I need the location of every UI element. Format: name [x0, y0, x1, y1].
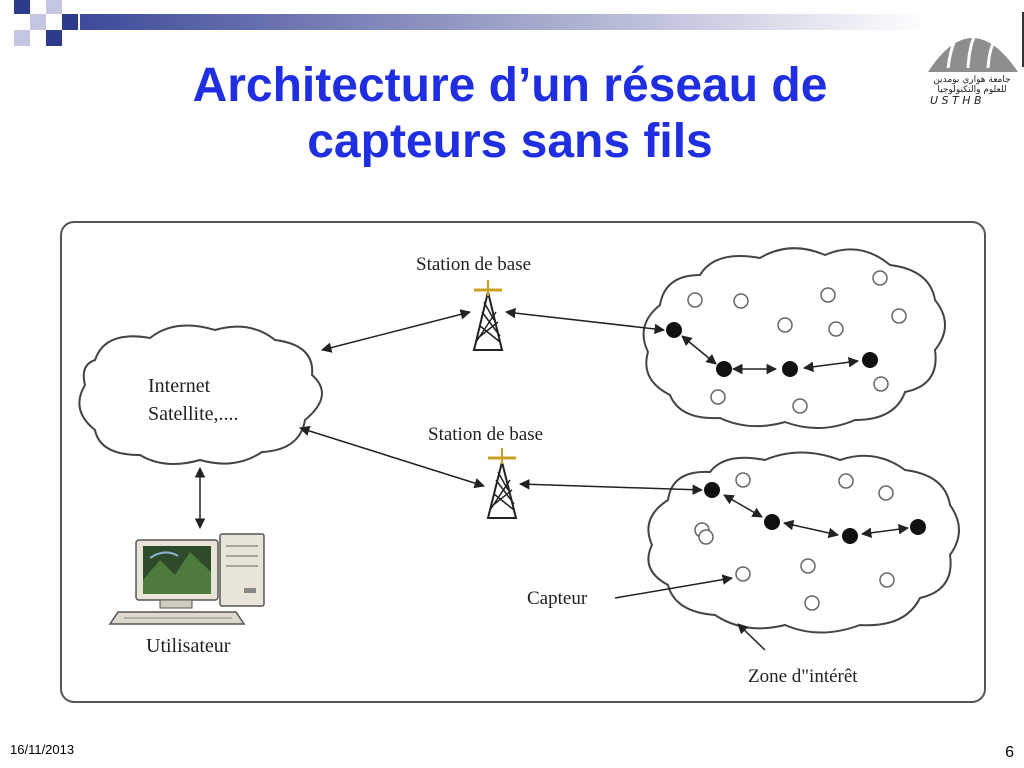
header-square	[14, 30, 30, 46]
slide-date: 16/11/2013	[10, 742, 75, 757]
active-sensor-node	[862, 352, 878, 368]
idle-sensor-node	[879, 572, 895, 588]
cloud-label-satellite: Satellite,....	[148, 403, 239, 425]
header-gradient-bar	[80, 14, 930, 30]
base-station-tower-bottom	[486, 448, 518, 519]
sensor-field-cloud-bottom	[647, 451, 960, 634]
idle-sensor-node	[735, 566, 751, 582]
idle-sensor-node	[878, 485, 894, 501]
active-sensor-node	[782, 361, 798, 377]
multihop-path-bottom	[723, 494, 910, 539]
idle-sensor-node	[792, 398, 808, 414]
idle-sensor-nodes-top	[687, 270, 907, 414]
logo-arabic-line1: جامعة هواري بومدين	[933, 75, 1010, 85]
user-computer-icon	[108, 533, 265, 625]
link-cloud-to-station-bottom	[298, 425, 486, 489]
callout-arrow-zone	[737, 623, 766, 651]
logo-latin: U S T H B	[930, 94, 982, 105]
cloud-label-internet: Internet	[148, 375, 211, 397]
link-cloud-to-station-top	[320, 309, 472, 353]
base-station-top-label: Station de base	[416, 254, 531, 275]
idle-sensor-node	[733, 293, 749, 309]
header-square	[62, 14, 78, 30]
idle-sensor-node	[838, 473, 854, 489]
idle-sensor-node	[687, 292, 703, 308]
callout-arrow-capteur	[614, 574, 734, 599]
base-station-bottom-label: Station de base	[428, 424, 543, 445]
idle-sensor-node	[804, 595, 820, 611]
logo-arch	[928, 38, 1018, 72]
idle-sensor-node	[873, 376, 889, 392]
link-station-bottom-to-sink	[518, 479, 704, 495]
sensor-field-cloud-top	[642, 247, 946, 430]
sink-node-bottom	[704, 482, 720, 498]
zone-label: Zone d"intérêt	[748, 666, 858, 687]
idle-sensor-node	[735, 472, 751, 488]
slide-page-number: 6	[1005, 744, 1014, 761]
active-sensor-node	[716, 361, 732, 377]
internet-cloud	[78, 324, 323, 465]
idle-sensor-node	[800, 558, 816, 574]
multihop-path-top	[681, 335, 860, 375]
active-sensor-node	[910, 519, 926, 535]
idle-sensor-node	[710, 389, 726, 405]
idle-sensor-node	[777, 317, 793, 333]
active-sensor-node	[842, 528, 858, 544]
sensor-label: Capteur	[527, 588, 588, 609]
header-square	[30, 14, 46, 30]
university-logo: جامعة هواري بومدين للعلوم والتكنولوجيا U…	[928, 12, 1024, 105]
link-station-top-to-sink	[504, 307, 666, 335]
computer-tower	[219, 533, 265, 607]
idle-sensor-nodes-bottom	[694, 472, 895, 611]
idle-sensor-node	[828, 321, 844, 337]
sink-node-top	[666, 322, 682, 338]
base-station-tower-top	[472, 280, 504, 351]
logo-arabic-line2: للعلوم والتكنولوجيا	[937, 85, 1006, 95]
idle-sensor-node	[891, 308, 907, 324]
slide-title-line2: capteurs sans fils	[307, 115, 713, 168]
slide-title-line1: Architecture d’un réseau de	[192, 59, 828, 112]
idle-sensor-node	[820, 287, 836, 303]
idle-sensor-node	[698, 529, 714, 545]
header-square	[46, 30, 62, 46]
idle-sensor-node	[872, 270, 888, 286]
active-sensor-node	[764, 514, 780, 530]
header-decoration	[14, 0, 930, 46]
slide-title: Architecture d’un réseau de capteurs san…	[60, 58, 960, 170]
header-square	[46, 0, 62, 14]
user-label: Utilisateur	[146, 635, 231, 657]
header-square	[14, 0, 30, 14]
